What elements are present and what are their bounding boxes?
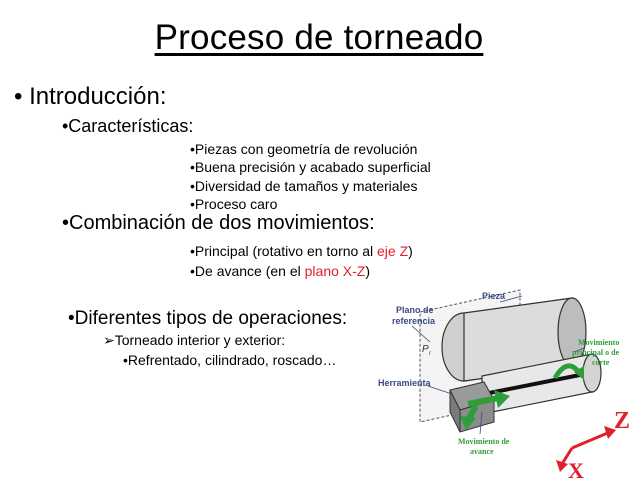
feed-arrowhead-down <box>460 416 476 430</box>
list-item-diversidad: •Diversidad de tamaños y materiales <box>190 178 418 194</box>
axis-z-line <box>571 430 611 450</box>
label-pr-sub: r <box>429 351 432 357</box>
leader-herramienta <box>427 385 453 395</box>
rotation-arrowhead <box>574 366 584 380</box>
feed-arrowhead <box>494 390 510 408</box>
workpiece-shadow-line <box>483 371 591 396</box>
label-mov-principal-2: principal o de <box>572 348 620 357</box>
label-mov-avance-2: avance <box>470 447 494 456</box>
principal-text: •Principal (rotativo en torno al <box>190 243 377 259</box>
label-mov-principal-1: Movimiento <box>578 338 619 347</box>
eje-z-highlight: eje Z <box>377 243 409 259</box>
turning-illustration: Pieza Plano de referencia P r Herramient… <box>378 289 630 479</box>
bullet-introduccion: • Introducción: <box>14 83 167 110</box>
leader-plano <box>411 325 431 343</box>
list-item-piezas: •Piezas con geometría de revolución <box>190 141 418 157</box>
leader-avance <box>479 411 483 435</box>
avance-text: •De avance (en el <box>190 263 305 279</box>
label-herramienta: Herramienta <box>378 378 432 388</box>
axis-x-arrowhead <box>556 460 568 472</box>
leader-principal <box>573 347 585 353</box>
slide-title: Proceso de torneado <box>154 18 484 57</box>
list-item-torneado: ➢Torneado interior y exterior: <box>103 332 286 348</box>
heading-operaciones: •Diferentes tipos de operaciones: <box>68 308 348 329</box>
axis-z-arrowhead <box>604 426 616 439</box>
list-item-avance: •De avance (en el plano X-Z) <box>190 263 370 279</box>
avance-close: ) <box>365 263 371 279</box>
leader-pieza <box>499 295 523 303</box>
list-item-principal: •Principal (rotativo en torno al eje Z) <box>190 243 413 259</box>
label-mov-avance-1: Movimiento de <box>458 437 510 446</box>
plano-xz-highlight: plano X-Z <box>304 263 366 279</box>
heading-caracteristicas: •Características: <box>62 116 194 136</box>
label-plano-1: Plano de <box>396 305 434 315</box>
principal-close: ) <box>408 243 413 259</box>
list-item-precision: •Buena precisión y acabado superficial <box>190 159 431 175</box>
list-item-refrentado: •Refrentado, cilindrado, roscado… <box>123 352 337 368</box>
axis-x-line <box>560 447 574 465</box>
feed-arrow-shaft <box>467 395 499 407</box>
label-mov-principal-3: corte <box>592 358 610 367</box>
heading-combinacion: •Combinación de dos movimientos: <box>62 212 375 234</box>
label-pr: P <box>422 344 429 355</box>
list-item-proceso-caro: •Proceso caro <box>190 196 278 212</box>
label-axis-z: Z <box>614 408 630 434</box>
label-plano-2: referencia <box>392 316 436 326</box>
turning-figure: Pieza Plano de referencia P r Herramient… <box>372 282 638 479</box>
label-pieza: Pieza <box>482 291 506 301</box>
label-axis-x: X <box>568 458 584 479</box>
